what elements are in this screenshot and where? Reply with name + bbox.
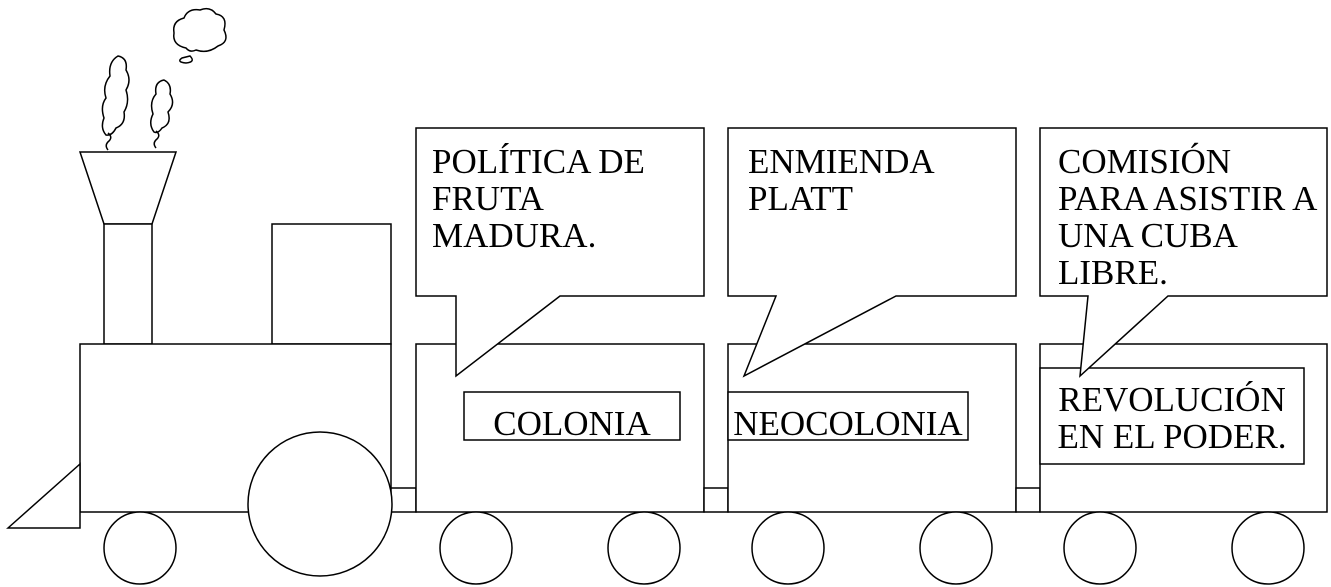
- chimney-funnel: [78, 151, 178, 225]
- wagon-3-wheel-left: [1063, 511, 1137, 585]
- callout-3-bubble: [1039, 127, 1328, 378]
- wagon-1-label-box: [463, 391, 681, 441]
- callout-1-bubble: [415, 127, 705, 378]
- locomotive-front-wheel: [103, 511, 177, 585]
- coupler-3: [1015, 487, 1041, 513]
- cab: [271, 223, 392, 345]
- cowcatcher: [6, 462, 81, 529]
- locomotive-big-wheel: [247, 431, 393, 577]
- smoke-cloud: [172, 7, 227, 53]
- wagon-1-wheel-right: [607, 511, 681, 585]
- smoke-wisp-left: [105, 132, 112, 151]
- smoke-wisp-right: [153, 130, 160, 149]
- wagon-1-label: COLONIA: [493, 405, 651, 437]
- wagon-2-label-box: [727, 391, 969, 441]
- callout-3-text: COMISIÓN PARA ASISTIR A UNA CUBA LIBRE.: [1058, 142, 1318, 292]
- callout-1-text: POLÍTICA DE FRUTA MADURA.: [432, 142, 645, 255]
- callout-2-text: ENMIENDA PLATT: [748, 142, 935, 218]
- wagon-3-label: REVOLUCIÓN EN EL PODER.: [1057, 381, 1287, 456]
- wagon-2-wheel-left: [751, 511, 825, 585]
- smoke-puff-left: [101, 55, 130, 136]
- wagon-3-label-box: [1039, 367, 1305, 465]
- coupler-2: [703, 487, 729, 513]
- smoke-puff-right: [150, 79, 174, 134]
- chimney-stack: [103, 223, 153, 345]
- coupler-1: [390, 487, 417, 513]
- smoke-cloud-tail: [179, 55, 193, 64]
- wagon-2-label: NEOCOLONIA: [733, 405, 963, 437]
- callout-2-bubble: [727, 127, 1017, 378]
- wagon-1-wheel-left: [439, 511, 513, 585]
- wagon-2-wheel-right: [919, 511, 993, 585]
- wagon-3-wheel-right: [1231, 511, 1305, 585]
